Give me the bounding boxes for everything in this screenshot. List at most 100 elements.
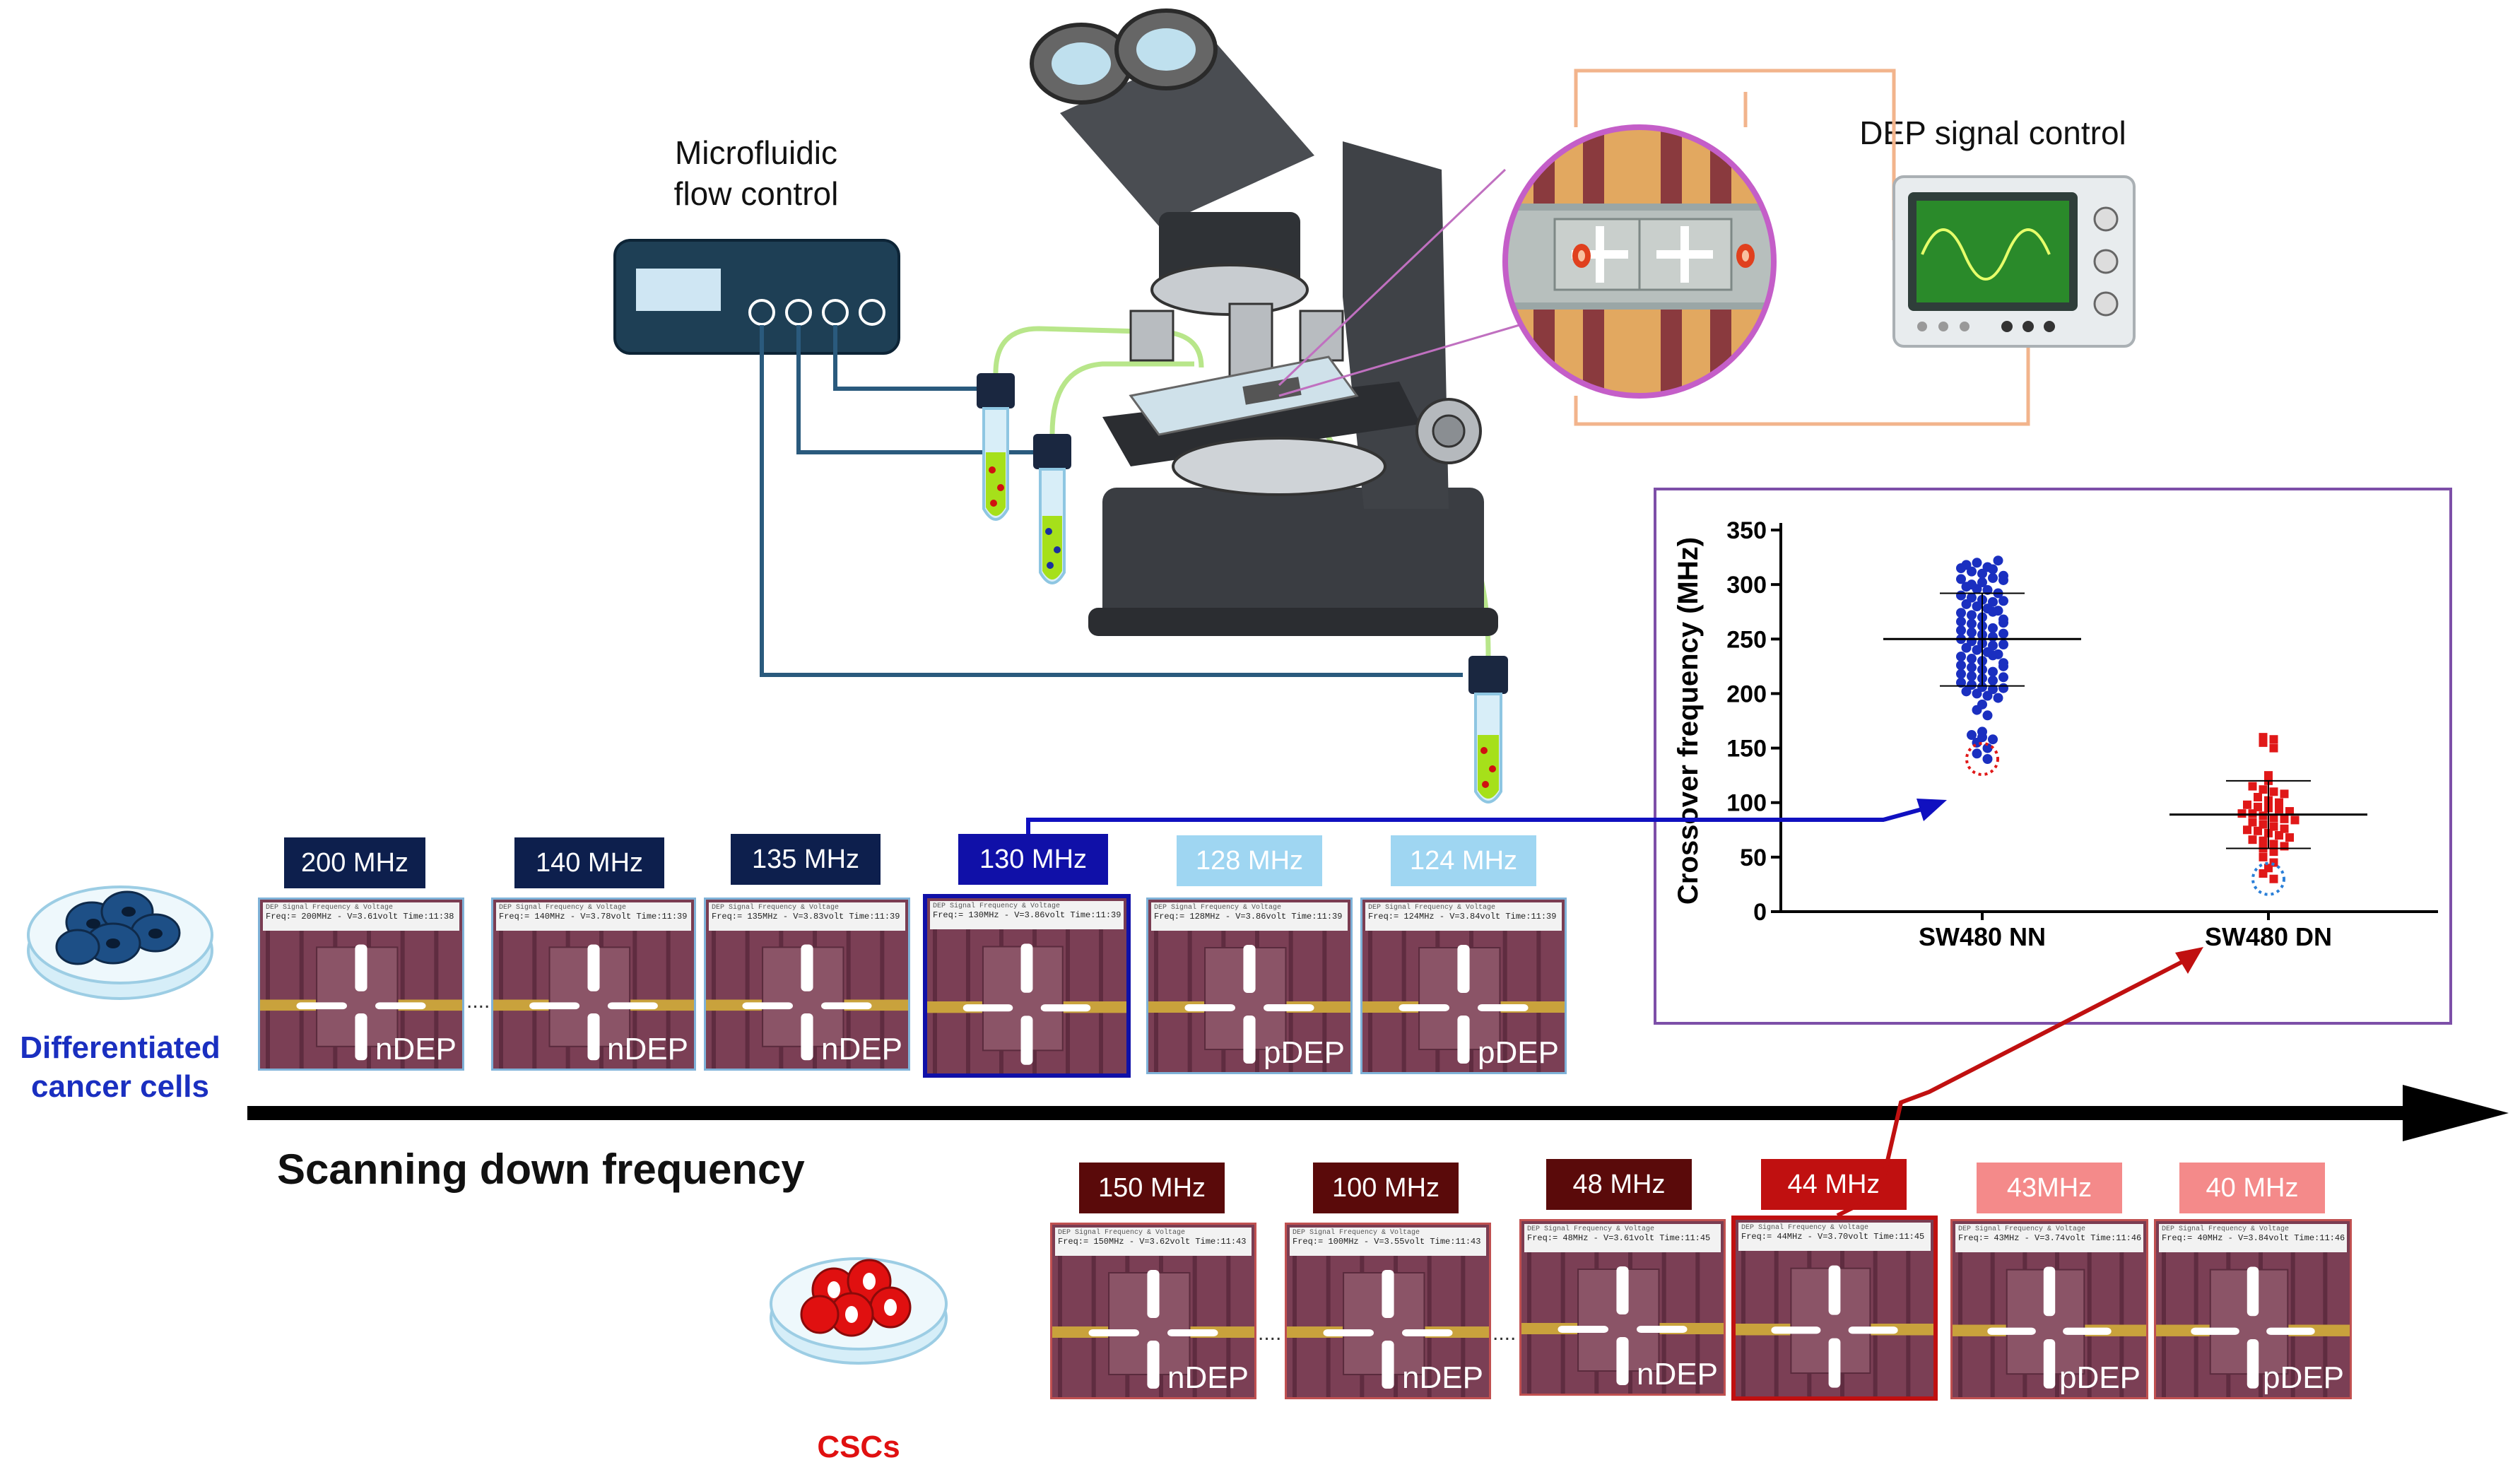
- dep-mode-label: nDEP: [1637, 1357, 1718, 1391]
- freq-tag: 140 MHz: [514, 837, 664, 888]
- data-point: [2259, 836, 2268, 845]
- data-point: [1956, 625, 1966, 635]
- electrode-image: [493, 931, 694, 1069]
- frame-status-text: Freq:= 128MHz - V=3.86volt Time:11:39: [1154, 912, 1343, 922]
- frame-status-title: DEP Signal Frequency & Voltage: [712, 904, 840, 912]
- electrode-image: [1148, 931, 1350, 1072]
- frame-status-text: Freq:= 40MHz - V=3.84volt Time:11:46: [2162, 1233, 2345, 1243]
- dep-mode-label: pDEP: [1264, 1035, 1345, 1070]
- data-point: [1988, 572, 1998, 583]
- electrode-image: [1953, 1252, 2146, 1397]
- data-point: [2280, 814, 2289, 823]
- y-tick-label: 250: [1726, 626, 1767, 653]
- freq-tag: 48 MHz: [1546, 1159, 1692, 1210]
- crossover-chart-panel: [1654, 488, 2452, 1025]
- data-point: [2269, 813, 2278, 823]
- electrode-image: [260, 931, 462, 1069]
- dep-mode-label: nDEP: [1167, 1360, 1249, 1395]
- freq-tag: 124 MHz: [1391, 835, 1536, 886]
- data-point: [2269, 822, 2278, 831]
- electrode-image: [2156, 1252, 2350, 1397]
- data-point: [1956, 608, 1966, 618]
- freq-tag: 128 MHz: [1177, 835, 1322, 886]
- data-point: [2259, 820, 2268, 829]
- data-point: [1982, 647, 1993, 657]
- data-point: [1998, 640, 2008, 649]
- data-point: [1956, 616, 1966, 627]
- ellipsis: ....: [1492, 1322, 1517, 1345]
- data-point: [1972, 601, 1982, 611]
- differentiated-cells-label: Differentiated cancer cells: [20, 1030, 220, 1104]
- data-point: [2275, 831, 2283, 840]
- data-point: [1977, 577, 1987, 588]
- electrode-image: [1736, 1251, 1933, 1396]
- flow-control-device: [613, 239, 900, 355]
- y-tick-label: 50: [1740, 845, 1767, 871]
- data-point: [2280, 824, 2289, 833]
- freq-tag: 40 MHz: [2179, 1163, 2325, 1213]
- setup-illustration: [613, 8, 2136, 804]
- data-point: [1961, 686, 1972, 697]
- data-point: [1998, 658, 2008, 669]
- data-point: [1982, 710, 1993, 721]
- data-point: [2269, 743, 2278, 753]
- oscilloscope: [1892, 175, 2136, 348]
- data-point: [1988, 640, 1998, 651]
- freq-tag: 200 MHz: [284, 837, 425, 888]
- data-point: [1967, 579, 1977, 590]
- data-point: [2269, 847, 2278, 857]
- data-point: [2269, 735, 2278, 744]
- data-point: [1982, 604, 1993, 614]
- frame-status-title: DEP Signal Frequency & Voltage: [266, 904, 394, 912]
- data-point: [2285, 807, 2294, 816]
- data-point: [1956, 651, 1966, 661]
- y-tick-label: 350: [1726, 517, 1767, 544]
- data-point: [2259, 852, 2268, 861]
- data-point: [2269, 787, 2278, 796]
- dep-signal-label: DEP signal control: [1859, 114, 2126, 151]
- highlight-marker: [2251, 861, 2285, 896]
- data-point: [1982, 690, 1993, 701]
- cscs-label: CSCs: [817, 1430, 900, 1464]
- data-point: [1961, 599, 1972, 609]
- data-point: [2259, 733, 2268, 742]
- data-point: [1972, 558, 1982, 568]
- data-point: [2248, 782, 2257, 791]
- data-point: [2248, 818, 2257, 827]
- data-point: [1967, 592, 1977, 603]
- data-point: [2254, 802, 2262, 811]
- flow-tubing: [760, 325, 1463, 677]
- data-point: [2259, 785, 2268, 794]
- frame-status-title: DEP Signal Frequency & Voltage: [933, 902, 1061, 910]
- data-point: [2285, 833, 2294, 842]
- data-point: [2290, 816, 2300, 825]
- freq-tag: 100 MHz: [1313, 1163, 1459, 1213]
- data-point: [1988, 675, 1998, 685]
- data-point: [1982, 562, 1993, 572]
- microfluidic-label: Microfluidic flow control: [673, 134, 839, 212]
- y-axis-label: Crossover frequency (MHz): [1673, 537, 1704, 905]
- frame-status-text: Freq:= 124MHz - V=3.84volt Time:11:39: [1368, 912, 1557, 922]
- frame-status-text: Freq:= 200MHz - V=3.61volt Time:11:38: [266, 912, 454, 922]
- freq-tag: 150 MHz: [1079, 1163, 1225, 1213]
- data-point: [1988, 666, 1998, 677]
- data-point: [1972, 748, 1982, 759]
- dep-mode-label: nDEP: [607, 1032, 688, 1066]
- differentiated-cells-dish-icon: [27, 885, 213, 1000]
- data-point: [1967, 610, 1977, 620]
- data-point: [2269, 840, 2278, 849]
- dep-mode-label: pDEP: [2059, 1360, 2141, 1395]
